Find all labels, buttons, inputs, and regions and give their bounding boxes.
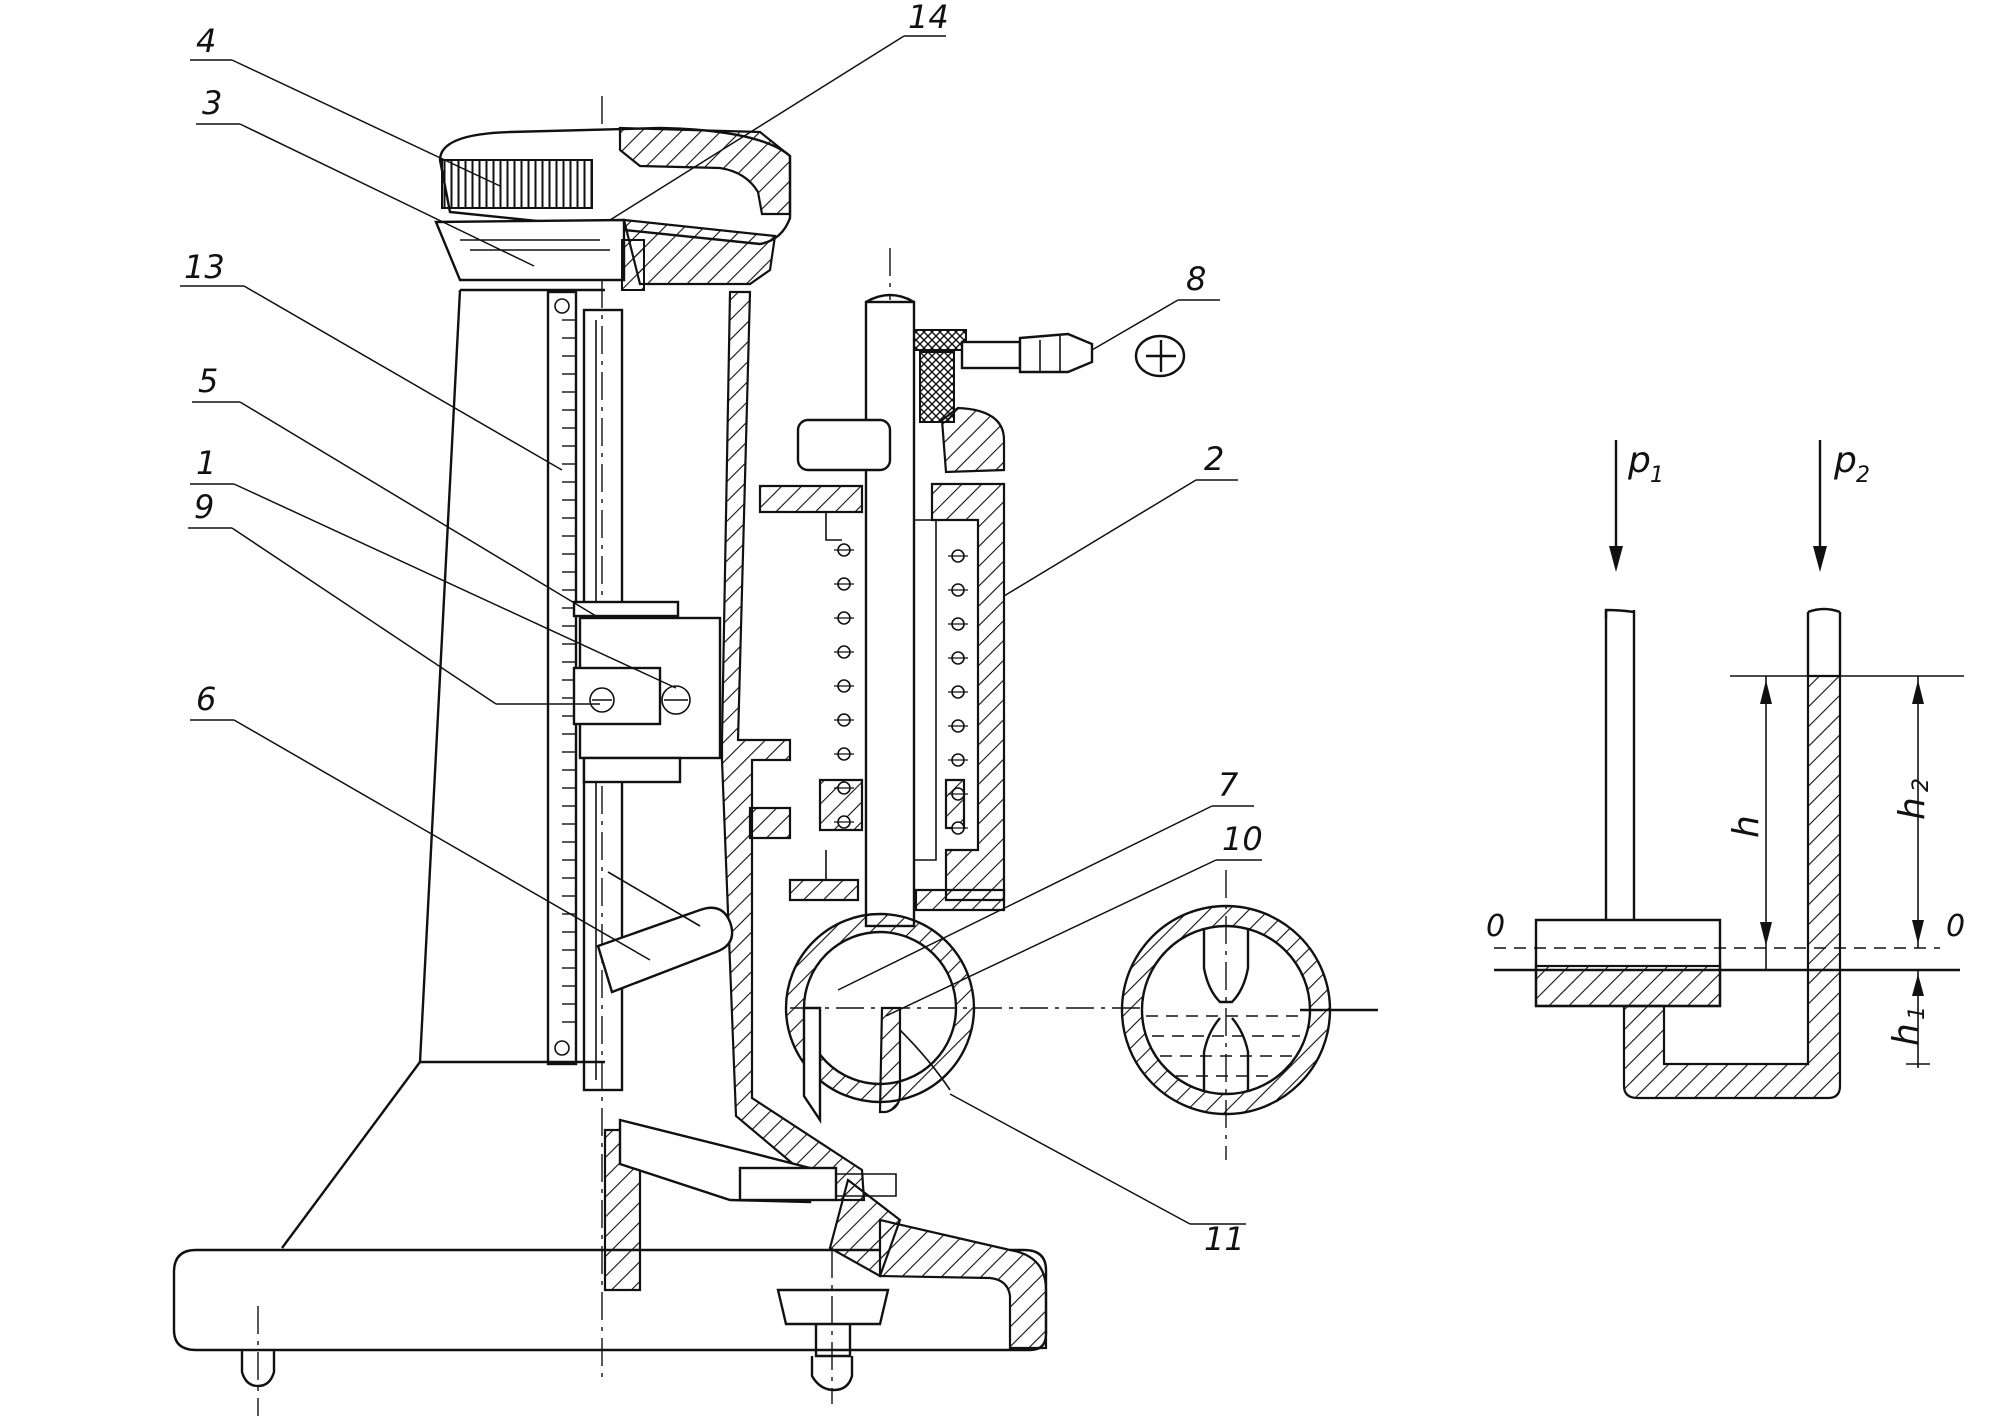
arrow-p2-icon [1813,546,1827,572]
housing-wall [720,290,866,1202]
label-p2-sub: 2 [1856,463,1870,488]
label-p1-sub: 1 [1650,463,1664,488]
callout-2: 2 [1204,440,1224,478]
column-foot [281,1061,421,1249]
slider-carriage [572,600,722,784]
callout-labels: 4 3 13 5 1 9 6 14 8 2 7 10 [180,0,1263,1258]
callout-13: 13 [184,248,225,286]
label-h: h [1726,815,1767,838]
manometer-instrument [172,96,1186,1416]
plus-circle-icon [1134,334,1186,378]
label-h2-sub: 2 [1909,778,1934,792]
callout-14: 14 [908,0,949,36]
foot-hatch [828,1178,902,1278]
knurled-cap-4 [441,159,593,209]
lever-6 [596,871,734,994]
callout-10: 10 [1222,820,1263,858]
pressure-chamber [748,248,1006,928]
callout-5: 5 [198,362,218,400]
label-h2: h [1892,797,1933,820]
label-p1: p [1627,440,1651,481]
piston-block [818,778,864,832]
label-h1-sub: 1 [1905,1006,1930,1020]
callout-1: 1 [196,444,216,482]
callout-9: 9 [194,488,214,526]
base-plate [172,1248,1048,1352]
column-body [418,289,462,1063]
arrow-p1-icon [1609,546,1623,572]
scale-ticks [562,319,576,1023]
callout-3: 3 [202,84,222,122]
callout-8: 8 [1186,260,1206,298]
base-plate-hatch [878,1218,1048,1350]
callout-11: 11 [1204,1220,1245,1258]
label-zero-left: 0 [1486,909,1505,944]
label-p2: p [1833,440,1857,481]
leveling-foot-left [240,1306,276,1416]
callout-7: 7 [1218,766,1239,804]
ruler-screw-bottom [554,1040,570,1056]
slider-screw-5-icon [661,685,691,715]
spring-right [948,549,968,835]
callout-6: 6 [196,680,216,718]
label-zero-right: 0 [1946,909,1965,944]
top-head [434,126,792,291]
spring-left [834,543,854,829]
handwheel [796,418,892,472]
reservoir-sphere [784,912,976,1124]
ruler-screw-top [554,298,570,314]
bottom-tube [618,1118,897,1204]
scale-ruler [546,290,578,1066]
callout-4: 4 [196,22,216,60]
cross-section-view [1120,870,1378,1160]
label-h1: h [1886,1023,1927,1046]
leveling-foot-right [776,1250,890,1404]
hose-fitting-8 [960,332,1094,374]
u-tube-schematic: p 1 p 2 0 0 h h 2 [1486,440,1965,1100]
slider-screw-9-icon [589,687,615,713]
chamber-tube [864,300,916,928]
